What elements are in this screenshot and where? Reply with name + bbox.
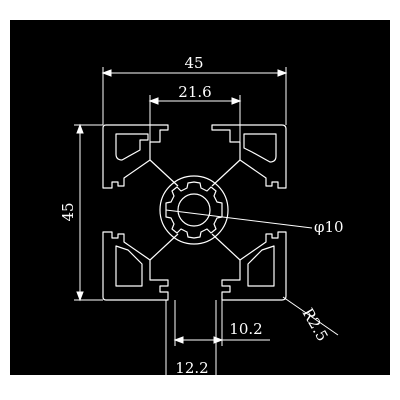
- dimension-width-45: [101, 67, 288, 125]
- drawing-panel: [10, 20, 390, 375]
- dimension-slot-inner-width: [165, 300, 217, 378]
- leader-corner-radius: [282, 296, 339, 336]
- dimension-slot-spacing: [148, 95, 242, 142]
- label-overall-width: 45: [184, 54, 203, 72]
- profile-outline: [102, 124, 287, 301]
- label-center-bore: φ10: [314, 218, 344, 236]
- label-slot-inner-width: 12.2: [175, 359, 208, 377]
- label-slot-opening: 10.2: [229, 320, 262, 338]
- dimension-height-45: [74, 123, 103, 302]
- label-corner-radius: R2.5: [299, 305, 332, 344]
- leader-center-bore: [165, 209, 313, 229]
- label-overall-height: 45: [59, 202, 77, 221]
- label-slot-spacing: 21.6: [178, 83, 211, 101]
